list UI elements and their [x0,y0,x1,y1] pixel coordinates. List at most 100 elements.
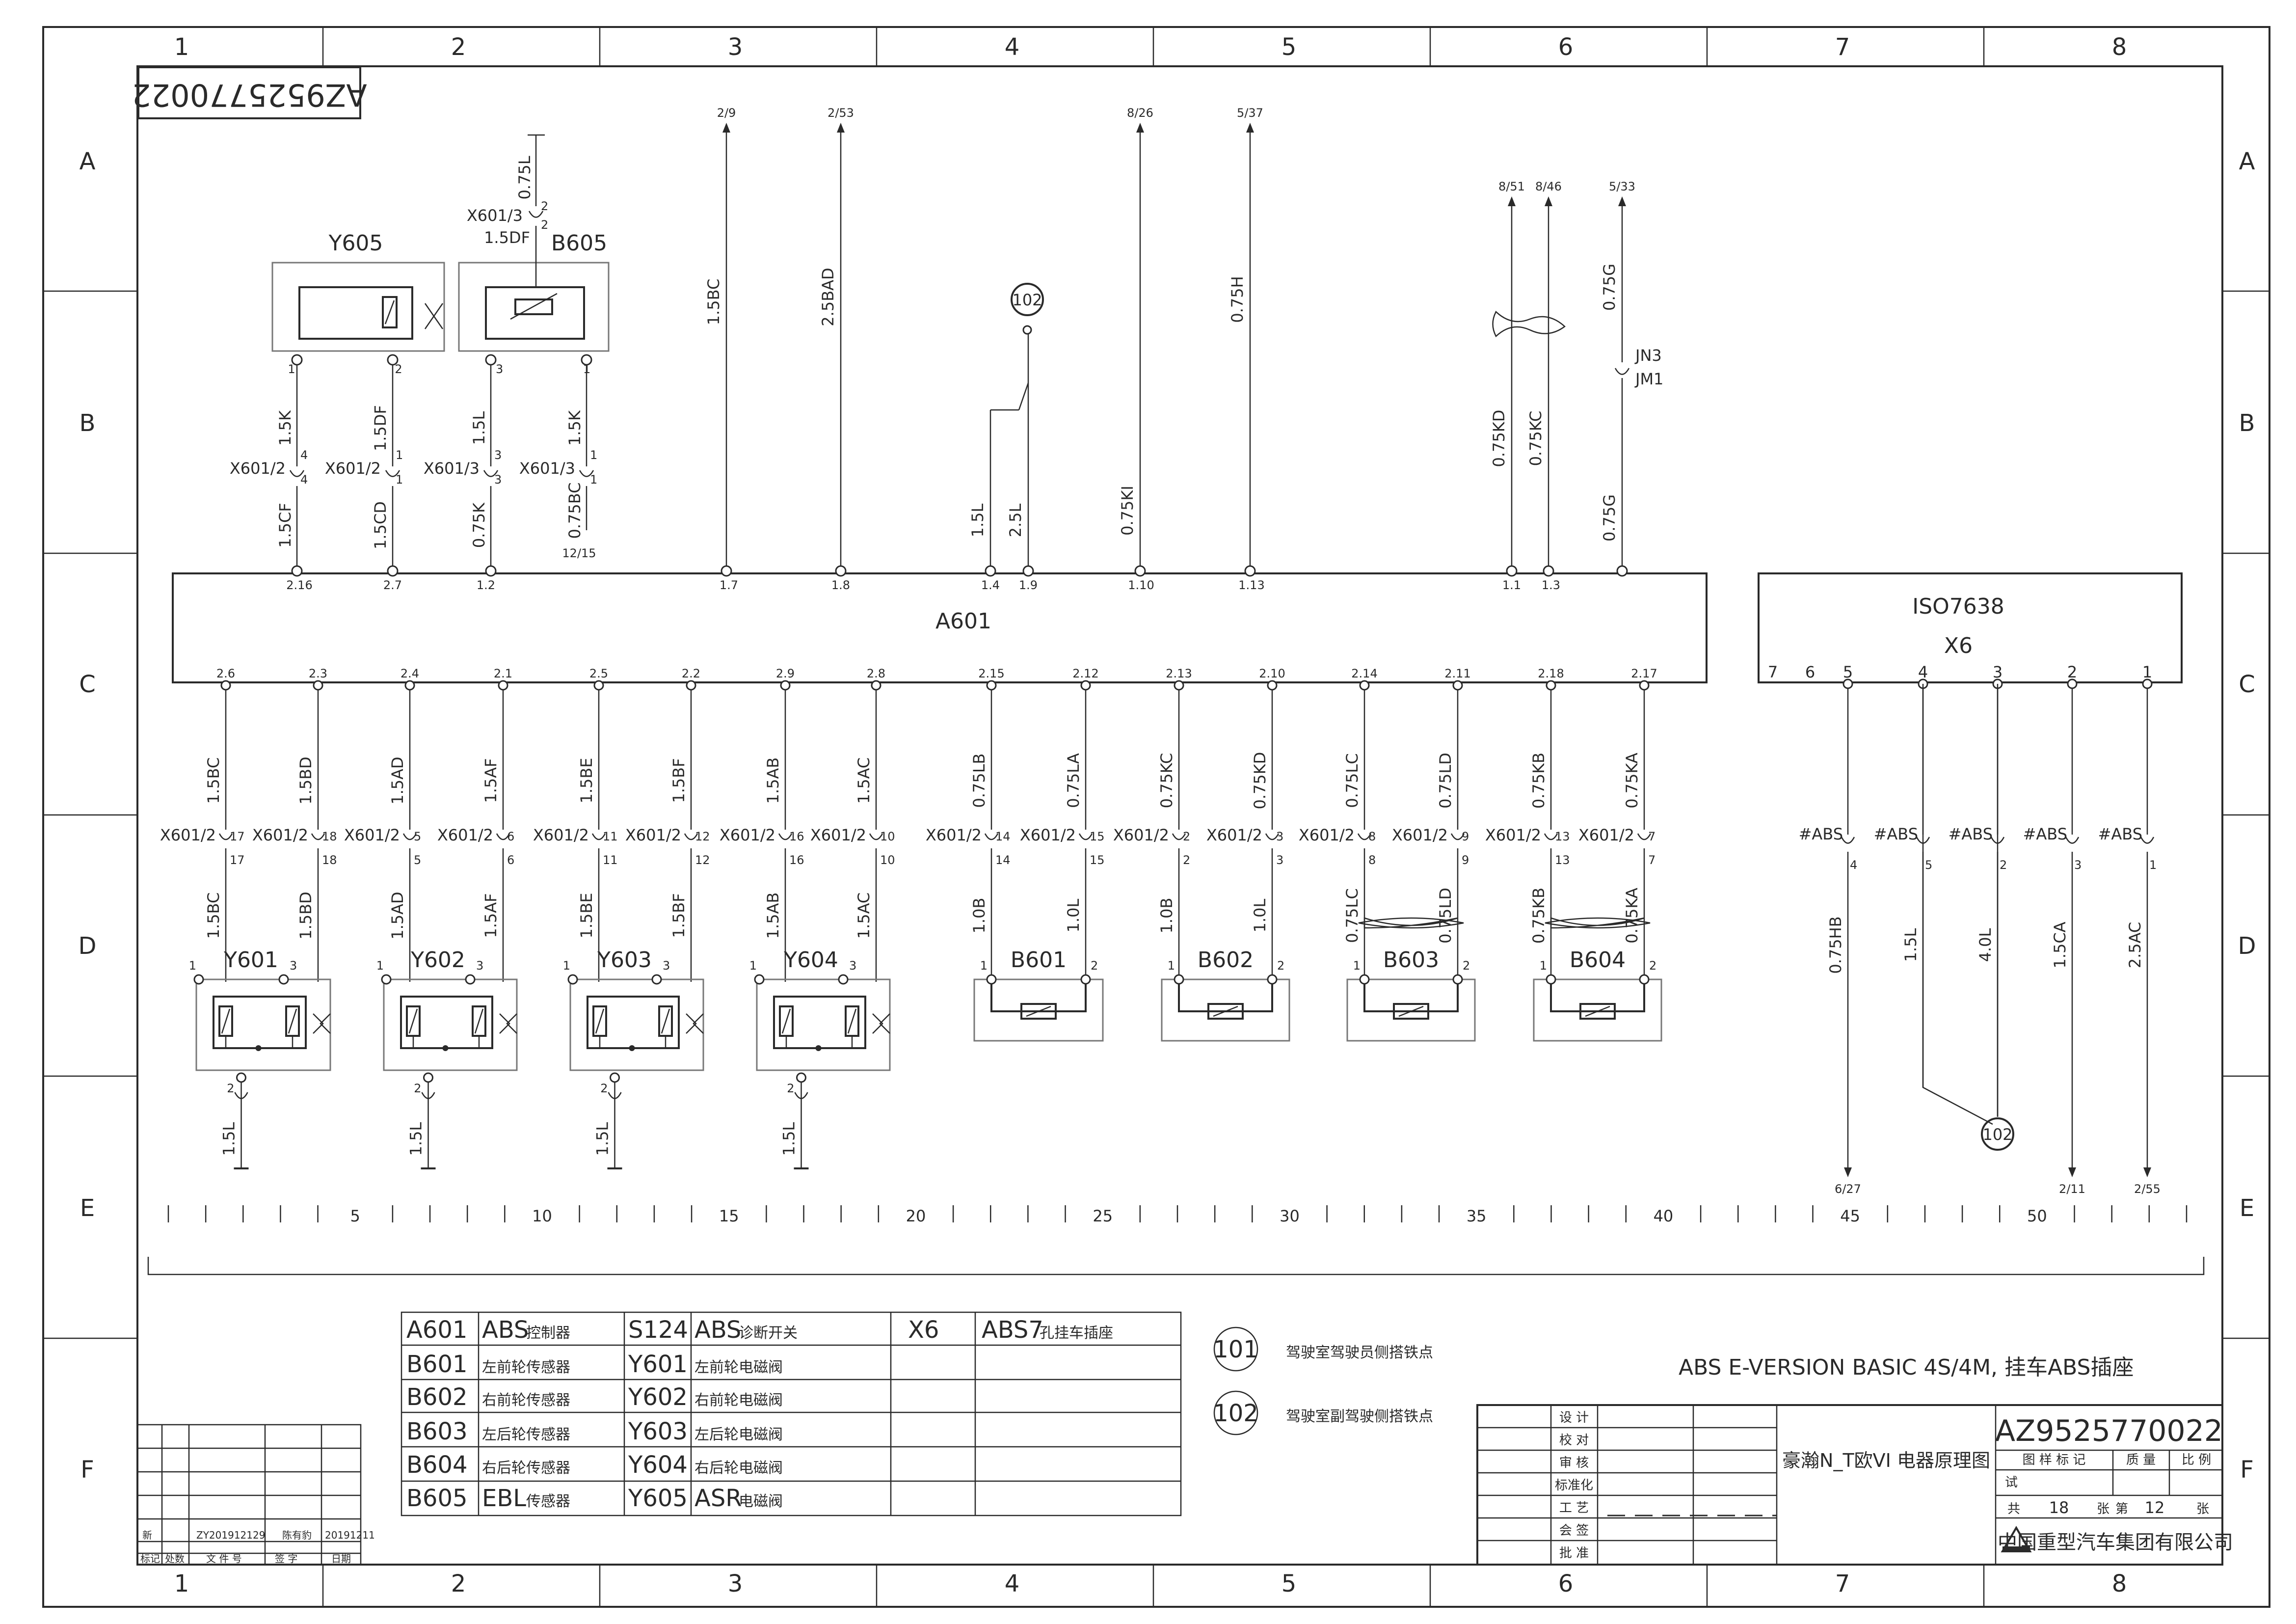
connector-x601-2: X601/2 [252,826,308,844]
grid-col-6: 6 [1558,33,1574,61]
grid-row-b: B [80,409,96,437]
y605-w1b: 1.5CF [276,503,294,548]
title-block-role: 工 艺 [1559,1501,1589,1516]
a601-pin-1-2: 1.2 [477,578,495,592]
valve-ground-wire: 1.5L [593,1122,612,1156]
sensor-pin2: 2 [1463,959,1470,973]
connector-pin-upper: 3 [1276,830,1283,843]
ground-102-bottom: 102 [1922,684,2014,1151]
note-101-id: 101 [1213,1336,1258,1363]
connector-x601-2: X601/2 [1485,826,1541,844]
jm1-label: JM1 [1634,370,1663,388]
grid-col-8: 8 [2112,33,2127,61]
rev-date: 20191211 [325,1529,375,1541]
iso7638-x6: X6 [1944,633,1973,658]
grid-col-3: 3 [728,33,743,61]
connector-x601-2: X601/2 [160,826,216,844]
drawing-number-rotated: AZ9525770022 [132,77,367,113]
a601-bottom-pin [313,680,323,691]
a601-bottom-pin [871,680,881,691]
y605-pin2: 2 [395,362,402,376]
sensor-label: B601 [1011,947,1067,973]
a601-bottom-pin-label: 2.5 [589,667,608,680]
tb-hdr-mark: 图 样 标 记 [2023,1453,2086,1467]
grid-col-3-bottom: 3 [728,1570,743,1597]
a601-bottom-pin [1174,680,1184,691]
iso7638-title: ISO7638 [1912,594,2004,619]
connector-pin-upper: 17 [230,830,245,843]
tb-sheet-unit: 张 [2196,1502,2209,1516]
iso-wire-pin [2142,678,2153,689]
iso-wire-conn-pin: 3 [2074,858,2082,872]
a601-bottom-pin-label: 2.13 [1166,667,1192,680]
b605-w3a: 1.5L [470,411,488,445]
a601-pin-1-3: 1.3 [1542,578,1560,592]
wire-label-lower: 0.75KB [1529,888,1548,944]
wire-label-lower: 0.75KA [1623,888,1641,944]
wire-label-lower: 1.5AD [388,892,407,939]
revision-block: 新 ZY201912129 陈有豹 20191211 标记 处数 文 件 号 签… [136,1424,375,1566]
connector-x601-2: X601/2 [533,826,589,844]
wire-label-upper: 1.5BC [204,758,223,804]
connector-x601-2: X601/2 [437,826,493,844]
legend-name: ABS [694,1316,741,1344]
connector-pin-lower: 14 [995,853,1011,867]
b605-top-wire2: 1.5DF [484,228,530,247]
wire-label-upper: 0.75LB [970,753,988,808]
grid-row-c: C [79,671,96,698]
connector-pin-lower: 9 [1462,853,1469,867]
title-block-role: 校 对 [1559,1433,1589,1448]
ref-8-46: 8/46 [1535,180,1562,193]
connector-pin-upper: 2 [1183,830,1190,843]
connector-pin-lower: 17 [230,853,245,867]
a601-bottom-pin [1546,680,1556,691]
tb-total-unit: 张 [2097,1502,2109,1516]
b605-conn1-n2: 1 [590,473,597,487]
legend-code: B603 [406,1418,468,1445]
ground-102-bottom-label: 102 [1982,1125,2012,1144]
b605-conn3-n2: 3 [494,473,502,487]
legend-desc: 左前轮电磁阀 [694,1359,783,1376]
a601-pin-1-1: 1.1 [1502,578,1521,592]
scale-label: 30 [1280,1207,1300,1225]
legend-name: EBL [482,1485,526,1512]
wire-2-5l-switch: 2.5L [1006,503,1025,537]
iso-wire-conn: #ABS [2098,825,2142,843]
legend-desc: 诊断开关 [739,1325,798,1342]
tb-company: 中国重型汽车集团有限公司 [1998,1531,2233,1554]
connector-pin-upper: 7 [1648,830,1655,843]
wire-label-lower: 1.5BE [577,893,596,938]
b605-conn3: X601/3 [424,459,480,478]
title-block-role: 会 签 [1559,1523,1589,1538]
y605-conn2-n1: 1 [396,448,403,462]
wire-label-upper: 1.5AC [854,758,873,804]
iso-wire-conn-pin: 2 [2000,858,2007,872]
connector-x601-2: X601/2 [625,826,681,844]
tb-trial: 试 [2005,1475,2018,1490]
title-block [1476,1404,2223,1566]
title-block-role: 标准化 [1555,1478,1593,1493]
legend-name: ABS7 [982,1316,1043,1344]
wire-1-5l-switch: 1.5L [968,503,987,537]
iso-wires: #ABS40.75HB6/27#ABS51.5L#ABS24.0L#ABS31.… [1799,678,2161,1196]
a601-controller: A601 [172,572,1708,683]
sensor-pin1: 1 [1353,959,1361,973]
connector-pin-lower: 2 [1183,853,1190,867]
a601-bottom-pin-label: 2.6 [216,667,235,680]
iso-pin-6: 6 [1805,663,1815,681]
title-block-drawing-number: AZ9525770022 [1995,1414,2223,1448]
legend-name: ASR [694,1485,742,1512]
wire-0-75g-bottom: 0.75G [1600,494,1619,541]
top-feed-arrows [722,123,1626,206]
iso-wire-label: 0.75HB [1826,916,1845,974]
ground-102-top-label: 102 [1012,291,1042,309]
connector-pin-lower: 15 [1090,853,1105,867]
connector-x601-2: X601/2 [1392,826,1448,844]
b605-top-n2: 2 [541,218,548,232]
connector-x601-2: X601/2 [720,826,775,844]
a601-pin-2-16: 2.16 [286,578,312,592]
legend-desc: 左后轮电磁阀 [694,1426,783,1443]
grid-col-7-bottom: 7 [1835,1570,1850,1597]
grid-row-c-right: C [2239,671,2255,698]
